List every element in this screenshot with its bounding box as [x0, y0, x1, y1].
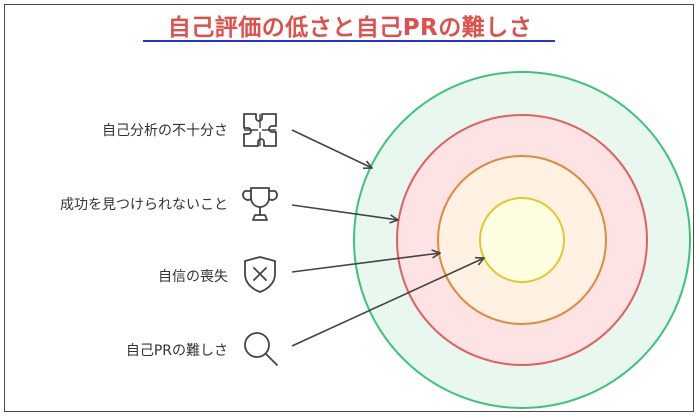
label-self-pr-difficulty: 自己PRの難しさ: [125, 343, 228, 359]
arrow-3: [291, 253, 440, 273]
shield-x-icon: [238, 252, 282, 296]
magnifier-icon: [238, 326, 282, 370]
ring-core: [479, 197, 565, 283]
arrow-2: [291, 204, 398, 220]
trophy-icon: [238, 182, 282, 226]
puzzle-icon: [238, 108, 282, 152]
title-underline: [143, 40, 555, 42]
label-self-analysis: 自己分析の不十分さ: [102, 123, 228, 139]
arrow-4: [291, 258, 484, 347]
label-no-success: 成功を見つけられないこと: [60, 197, 228, 213]
arrow-1: [291, 129, 372, 168]
label-lost-confidence: 自信の喪失: [158, 269, 228, 285]
diagram-title: 自己評価の低さと自己PRの難しさ: [167, 15, 533, 41]
